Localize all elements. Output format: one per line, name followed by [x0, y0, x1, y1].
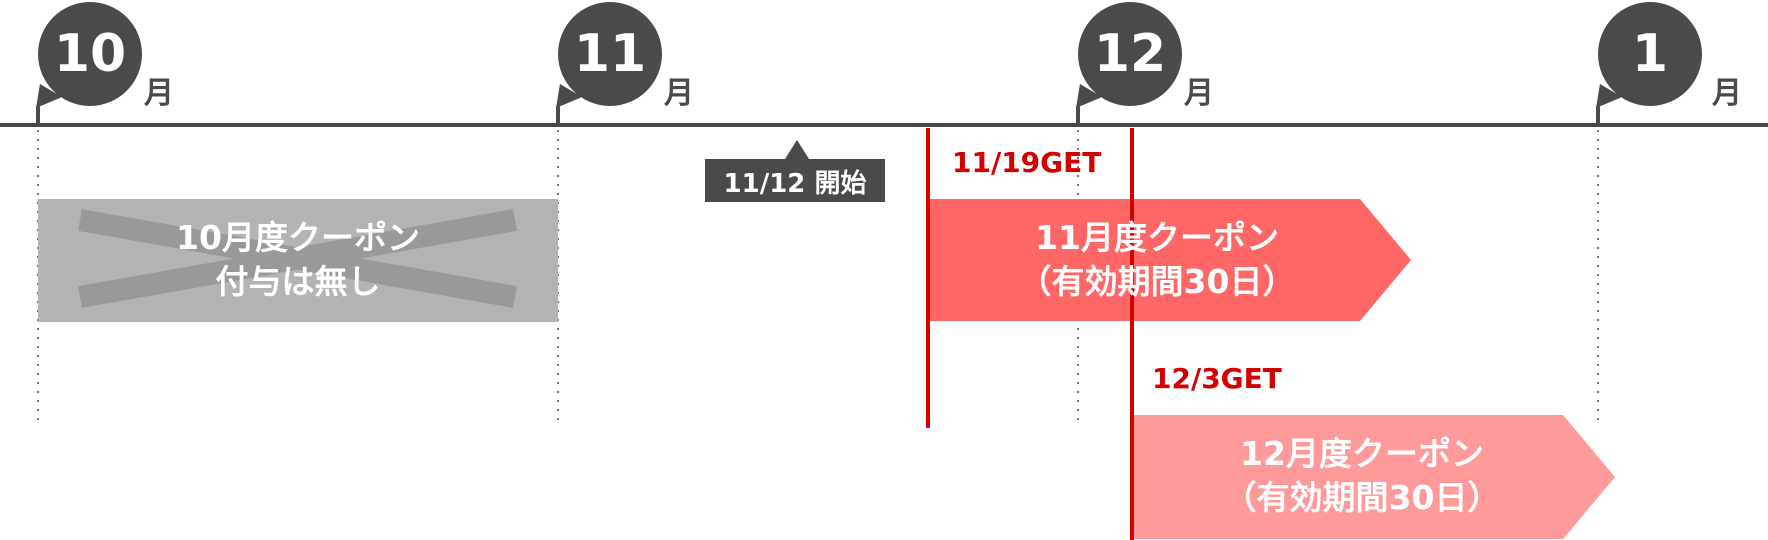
dec-coupon-bar — [1132, 415, 1615, 539]
month-bubble-dec — [1076, 2, 1182, 108]
month-number-nov: 11 — [573, 24, 647, 84]
month-unit-jan: 月 — [1712, 76, 1742, 111]
dec-get-label: 12/3GET — [1152, 362, 1282, 395]
month-number-jan: 1 — [1631, 24, 1669, 84]
nov-coupon-validity: （有効期間30日） — [1018, 262, 1296, 301]
month-bubble-jan — [1596, 2, 1702, 108]
start-badge — [705, 140, 885, 202]
nov-coupon-bar — [928, 199, 1411, 321]
dec-coupon-title: 12月度クーポン — [1240, 434, 1484, 473]
month-unit-dec: 月 — [1184, 76, 1214, 111]
month-number-oct: 10 — [53, 24, 127, 84]
month-number-dec: 12 — [1093, 24, 1167, 84]
start-badge-label: 11/12 開始 — [723, 169, 867, 199]
month-unit-nov: 月 — [664, 76, 694, 111]
oct-coupon-bar — [38, 199, 558, 322]
oct-coupon-note: 付与は無し — [215, 262, 381, 301]
month-unit-oct: 月 — [144, 76, 174, 111]
month-bubble-nov — [556, 2, 662, 108]
month-bubble-oct — [36, 2, 142, 108]
nov-coupon-title: 11月度クーポン — [1035, 218, 1279, 257]
cross-out-mark — [78, 209, 517, 308]
oct-coupon-title: 10月度クーポン — [176, 218, 420, 257]
dec-coupon-validity: （有効期間30日） — [1223, 478, 1501, 517]
nov-get-label: 11/19GET — [952, 146, 1102, 179]
